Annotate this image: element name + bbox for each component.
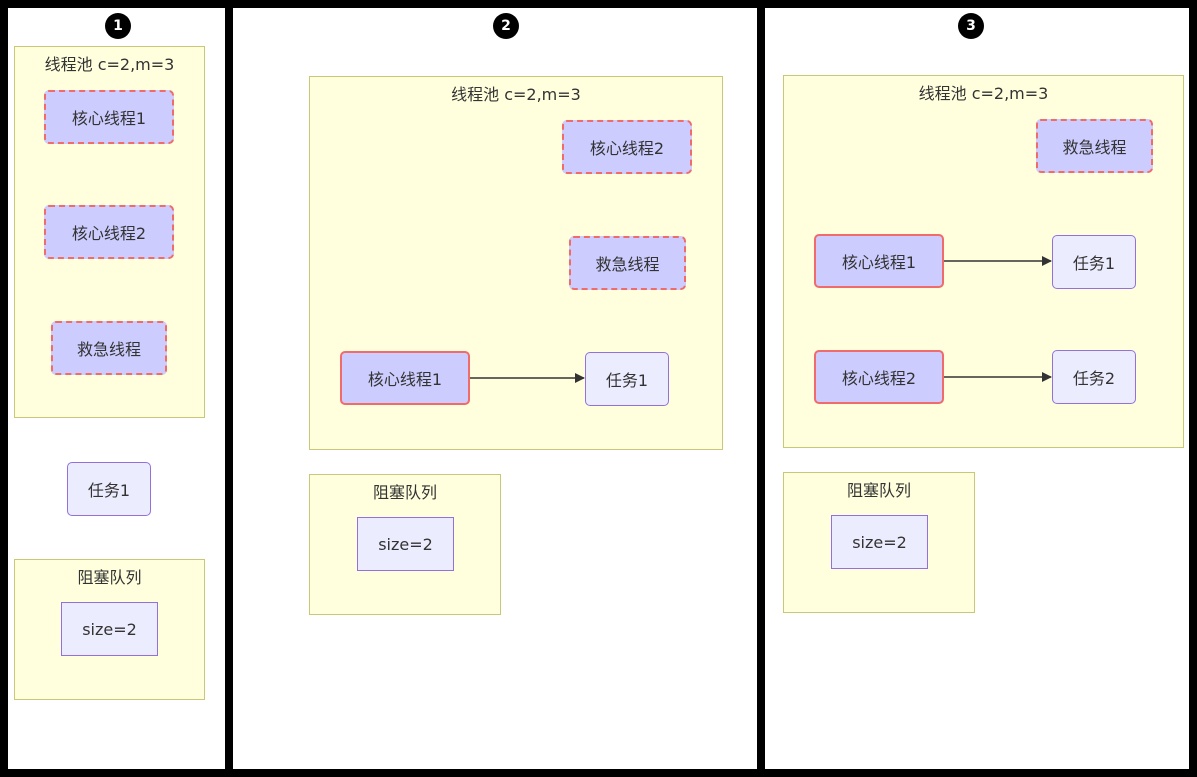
queue-size-node: size=2	[831, 515, 928, 569]
task-1-node: 任务1	[1052, 235, 1136, 289]
core-thread-1-node: 核心线程1	[814, 234, 944, 288]
task-2-node: 任务2	[1052, 350, 1136, 404]
assignment-arrows	[470, 373, 585, 383]
step-1-panel: 1 线程池 c=2,m=3 核心线程1 核心线程2 救急线程 任务1 阻塞队列 …	[8, 8, 225, 769]
rescue-thread-node: 救急线程	[51, 321, 167, 375]
blocking-queue-title: 阻塞队列	[77, 568, 142, 587]
task-1-node: 任务1	[67, 462, 151, 516]
task-1-node: 任务1	[585, 352, 669, 406]
core-thread-2-node: 核心线程2	[814, 350, 944, 404]
step-3-badge: 3	[958, 13, 984, 39]
blocking-queue-title: 阻塞队列	[372, 483, 437, 502]
core-thread-2-node: 核心线程2	[562, 120, 692, 174]
thread-pool-title: 线程池 c=2,m=3	[451, 85, 581, 104]
blocking-queue-group: 阻塞队列	[14, 559, 205, 700]
thread-pool-title: 线程池 c=2,m=3	[918, 84, 1049, 103]
queue-size-node: size=2	[61, 602, 158, 656]
core-thread-2-node: 核心线程2	[44, 205, 174, 259]
core-thread-1-node: 核心线程1	[340, 351, 470, 405]
step-2-panel: 2 线程池 c=2,m=3 核心线程2 救急线程 核心线程1 任务1 阻塞队列 …	[233, 8, 757, 769]
step-2-badge: 2	[493, 13, 519, 39]
thread-pool-title: 线程池 c=2,m=3	[44, 55, 175, 74]
step-1-badge: 1	[105, 13, 131, 39]
rescue-thread-node: 救急线程	[1036, 119, 1153, 173]
assignment-arrows	[944, 256, 1052, 382]
step-3-panel: 3 线程池 c=2,m=3 救急线程 核心线程1 任务1 核心线程2 任务2 阻…	[765, 8, 1189, 769]
queue-size-node: size=2	[357, 517, 454, 571]
blocking-queue-title: 阻塞队列	[846, 481, 911, 500]
core-thread-1-node: 核心线程1	[44, 90, 174, 144]
rescue-thread-node: 救急线程	[569, 236, 686, 290]
